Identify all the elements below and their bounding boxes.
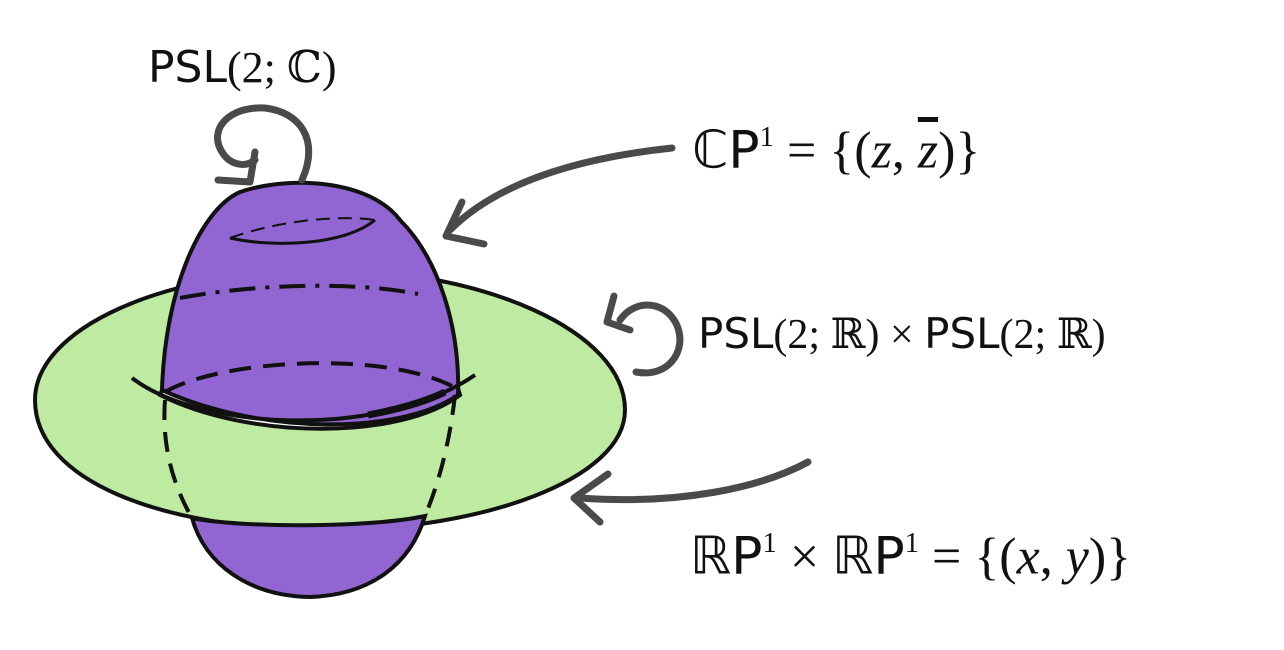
rp1-times: × [776, 528, 833, 586]
psl2c-group: PSL [148, 42, 227, 93]
latitude-middle [179, 283, 419, 300]
pslr-close-1: ) [865, 312, 880, 358]
equator-back [163, 361, 453, 394]
label-pslr-product: PSL(2; ℝ) × PSL(2; ℝ) [698, 312, 1106, 358]
pslr-open-2: (2; [999, 312, 1057, 358]
sphere-hidden-right [423, 394, 457, 517]
cp1-equals: = {( [773, 122, 872, 180]
psl2c-field: ℂ [286, 43, 322, 92]
pslr-times: × [879, 312, 925, 358]
rp1-comma: , [1039, 528, 1066, 586]
rp1-y: y [1065, 528, 1089, 586]
circular-arrow-icon [214, 104, 313, 184]
pslr-close-2: ) [1091, 312, 1106, 358]
psl2c-open: (2; [226, 43, 287, 92]
label-psl2c: PSL(2; ℂ) [148, 46, 337, 90]
arrowhead-rp1 [570, 470, 612, 526]
psl2c-close: ) [321, 43, 337, 92]
latitude-top-front [229, 218, 376, 245]
equator-highlight [367, 388, 447, 419]
purple-sphere-top [159, 180, 461, 427]
rp1-equals: = {( [919, 528, 1017, 586]
arrow-cp1 [446, 144, 676, 234]
arrowhead-cp1 [442, 198, 488, 248]
cp1-z: z [871, 122, 892, 180]
rp1-space-1: ℝP [690, 526, 763, 587]
latitude-top [229, 217, 376, 239]
arrow-rp1 [576, 458, 812, 504]
rp1-x: x [1016, 528, 1040, 586]
pslr-field-1: ℝ [830, 312, 866, 358]
rp1-exponent-2: 1 [904, 528, 920, 559]
rp1-space-2: ℝP [832, 526, 905, 587]
cp1-space: ℂP [692, 120, 760, 181]
cp1-comma: , [891, 122, 918, 180]
pslr-group-2: PSL [924, 309, 1000, 358]
circular-arrow-icon [616, 301, 684, 377]
pslr-group-1: PSL [698, 309, 774, 358]
rp1-exponent-1: 1 [762, 528, 777, 559]
sphere-hidden-left [162, 399, 194, 520]
cp1-zbar: z [917, 122, 939, 180]
label-cp1: ℂP1 = {(z, z)} [692, 122, 981, 180]
purple-sphere-bottom [189, 513, 428, 600]
rp1-close: )} [1088, 528, 1132, 586]
pslr-open-1: (2; [773, 312, 831, 358]
cp1-exponent: 1 [759, 122, 774, 153]
label-rp1-product: ℝP1 × ℝP1 = {(x, y)} [690, 528, 1132, 586]
arrowhead-side [603, 292, 634, 334]
pslr-field-2: ℝ [1056, 312, 1092, 358]
cp1-close: )} [938, 122, 981, 180]
arrowhead-top [214, 148, 259, 186]
